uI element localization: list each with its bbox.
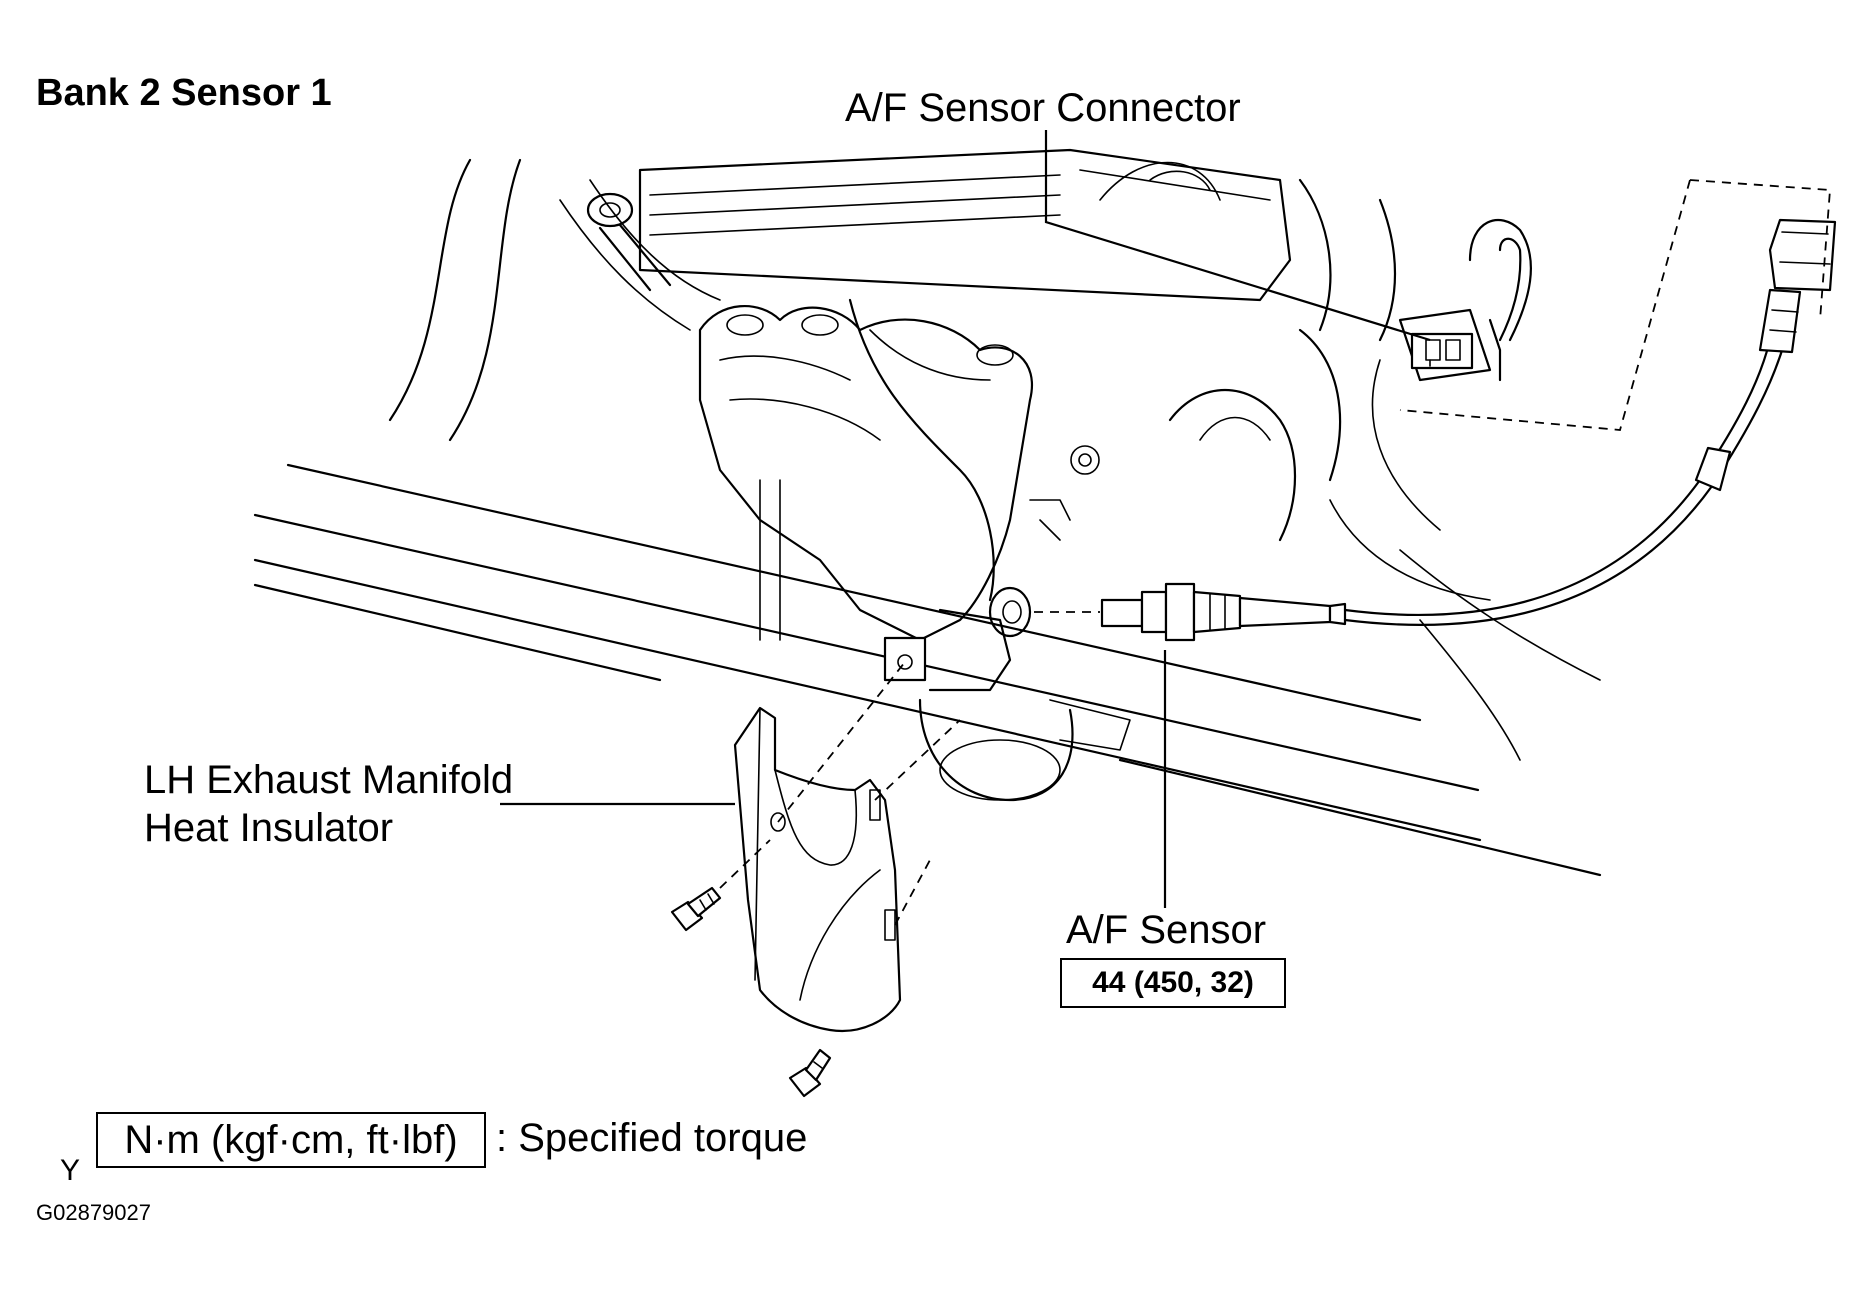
- af-sensor: [1034, 478, 1714, 642]
- sensor-torque-value: 44 (450, 32): [1092, 966, 1254, 999]
- leader-lines: [500, 130, 1431, 908]
- connector-label: A/F Sensor Connector: [845, 86, 1241, 130]
- intake-block: [638, 148, 1397, 342]
- insulator-label-line1: LH Exhaust Manifold: [144, 758, 514, 802]
- sensor-cable: [1399, 179, 1837, 492]
- legend-units-box: N·m (kgf·cm, ft·lbf): [96, 1112, 486, 1168]
- insulator-label-line2: Heat Insulator: [144, 806, 394, 850]
- legend-units: N·m (kgf·cm, ft·lbf): [124, 1118, 458, 1162]
- frame-rails: [253, 463, 1602, 877]
- sensor-torque-box: 44 (450, 32): [1060, 958, 1286, 1008]
- heat-insulator: [719, 661, 961, 1033]
- harness-connector: [1371, 219, 1532, 531]
- sensor-boss: [988, 586, 1032, 638]
- bolts: [670, 886, 832, 1098]
- figure-code: G02879027: [36, 1200, 151, 1225]
- page-title: Bank 2 Sensor 1: [36, 72, 332, 114]
- sensor-label: A/F Sensor: [1066, 908, 1267, 952]
- eyelet: [586, 192, 672, 292]
- legend-marker: Y: [60, 1154, 81, 1187]
- exhaust-manifold: [698, 298, 1033, 642]
- engine-details: [1029, 328, 1601, 761]
- bracket: [883, 608, 1131, 802]
- left-hose: [388, 158, 721, 442]
- legend-description: : Specified torque: [496, 1116, 808, 1160]
